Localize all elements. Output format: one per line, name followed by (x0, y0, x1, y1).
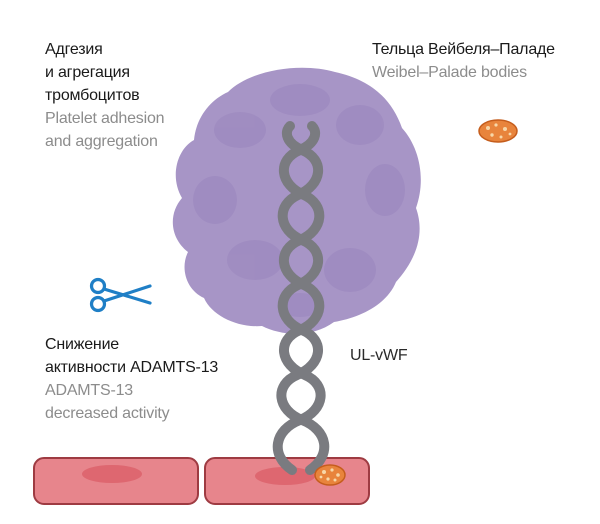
adamts-label-en-line2: decreased activity (45, 405, 170, 422)
platelet-label-en-line1: Platelet adhesion (45, 110, 165, 127)
scissors-icon (89, 277, 152, 313)
adamts-label-en-line1: ADAMTS-13 (45, 382, 133, 399)
nucleus (82, 465, 142, 483)
adamts-label-ru-line1: Снижение (45, 336, 120, 353)
wpb-label-en: Weibel–Palade bodies (372, 64, 527, 81)
weibel-palade-body-surface (314, 464, 346, 486)
platelet-label-ru-line1: Адгезия (45, 41, 103, 58)
ul-vwf-strand (272, 121, 330, 475)
platelet-label-ru-line2: и агрегация (45, 64, 130, 81)
adamts-label-ru-line2: активности ADAMTS-13 (45, 359, 219, 376)
weibel-palade-body-icon (478, 119, 518, 143)
platelet-label: Адгезия и агрегация тромбоцитов Platelet… (45, 38, 165, 153)
ul-vwf-label: UL-vWF (350, 347, 408, 364)
wpb-label: Тельца Вейбеля–Паладе Weibel–Palade bodi… (372, 38, 555, 84)
nucleus (255, 467, 315, 485)
endothelial-cell-left (33, 457, 199, 505)
adamts-label: Снижение активности ADAMTS-13 ADAMTS-13 … (45, 333, 218, 425)
platelet-label-ru-line3: тромбоцитов (45, 87, 140, 104)
wpb-label-ru: Тельца Вейбеля–Паладе (372, 41, 555, 58)
platelet-label-en-line2: and aggregation (45, 133, 158, 150)
